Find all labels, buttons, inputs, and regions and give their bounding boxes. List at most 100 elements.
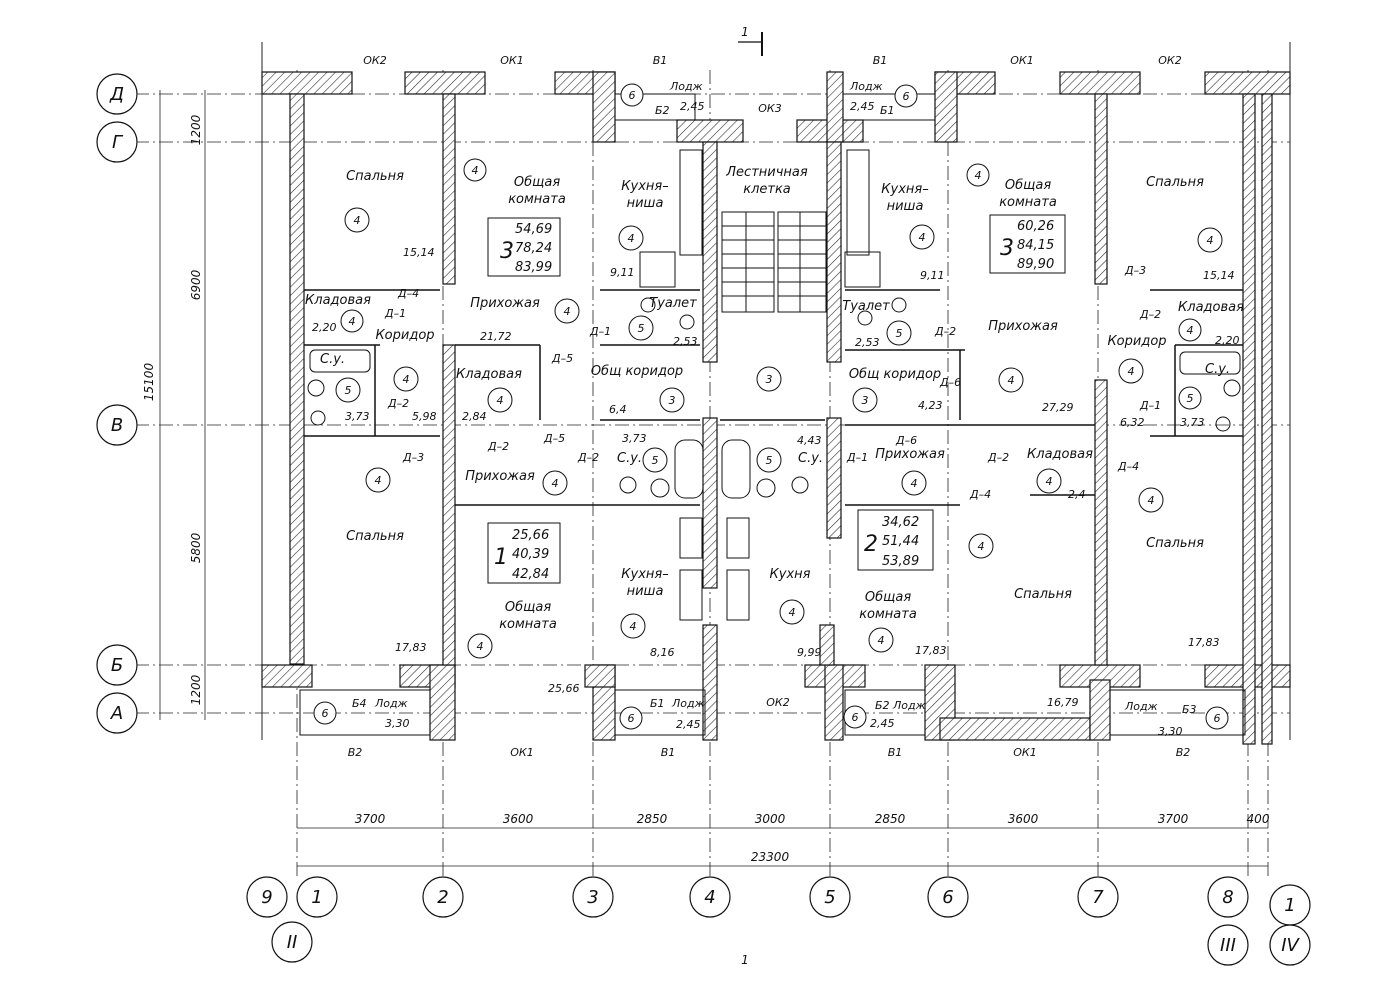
area-value: 2,4: [1068, 488, 1086, 501]
area-value: 8,16: [650, 646, 675, 659]
area-value: 3,73: [345, 410, 370, 423]
dim-text: 2850: [875, 812, 906, 826]
column-axis-label: 9: [261, 887, 272, 908]
exterior-walls: [261, 71, 1291, 741]
room-label: комната: [999, 195, 1057, 210]
row-axis-label: Б: [111, 655, 123, 676]
window-mark: В1: [653, 54, 668, 67]
svg-text:6: 6: [903, 90, 910, 103]
balcony-outlines: [299, 93, 1246, 736]
window-mark: В1: [661, 746, 676, 759]
room-label: Общая: [514, 175, 560, 190]
room-label: ниша: [627, 584, 664, 599]
room-label: Кладовая: [1027, 447, 1093, 462]
svg-text:6: 6: [1214, 712, 1221, 725]
apartment-box-2: 2 34,62 51,44 53,89: [857, 509, 934, 571]
column-axis-label: 3: [587, 887, 598, 908]
finish-code-markers: [313, 83, 1229, 730]
area-value: 15,14: [403, 246, 435, 259]
room-label: Спальня: [1146, 536, 1204, 551]
area-value: 2,84: [462, 410, 487, 423]
svg-text:1: 1: [494, 545, 508, 570]
door-mark: Д–6: [939, 376, 961, 389]
column-axis-label: II: [287, 932, 298, 953]
room-label: Кухня: [770, 567, 811, 582]
dim-text: 400: [1247, 812, 1270, 826]
svg-text:4: 4: [978, 540, 985, 553]
room-label: Кладовая: [456, 367, 522, 382]
dim-text: 3000: [755, 812, 786, 826]
room-label: Лодж: [374, 697, 408, 710]
room-label: Прихожая: [465, 469, 535, 484]
svg-text:4: 4: [497, 394, 504, 407]
dim-text: 3600: [1008, 812, 1039, 826]
svg-text:89,90: 89,90: [1017, 257, 1054, 272]
room-label: комната: [859, 607, 917, 622]
area-value: 9,11: [920, 269, 945, 282]
area-value: 9,11: [610, 266, 635, 279]
room-label: Прихожая: [470, 296, 540, 311]
window-mark: ОК2: [363, 54, 386, 67]
room-label: Туалет: [842, 299, 890, 314]
area-value: 3,30: [385, 717, 410, 730]
column-axis-label: 4: [704, 887, 715, 908]
area-value: 2,53: [855, 336, 880, 349]
svg-text:60,26: 60,26: [1017, 219, 1054, 234]
room-label: Общ коридор: [849, 367, 941, 382]
door-mark: Д–1: [1139, 399, 1161, 412]
balcony-mark: Б2: [875, 699, 890, 712]
row-axis-label: А: [110, 703, 123, 724]
room-label: Общая: [505, 600, 551, 615]
window-mark: ОК1: [500, 54, 523, 67]
svg-text:3: 3: [766, 373, 773, 386]
row-axis-label: Д: [109, 84, 124, 105]
svg-text:4: 4: [1148, 494, 1155, 507]
column-axis-label: III: [1220, 935, 1236, 956]
area-value: 21,72: [480, 330, 512, 343]
door-mark: Д–2: [934, 325, 956, 338]
area-value: 27,29: [1042, 401, 1074, 414]
window-mark: ОК2: [766, 696, 789, 709]
svg-text:4: 4: [878, 634, 885, 647]
balcony-mark: Б2: [655, 104, 670, 117]
room-label: Общ коридор: [591, 364, 683, 379]
room-label: Спальня: [346, 529, 404, 544]
svg-text:4: 4: [564, 305, 571, 318]
room-label: Прихожая: [988, 319, 1058, 334]
room-label: Коридор: [375, 328, 434, 343]
room-label: Прихожая: [875, 447, 945, 462]
svg-text:6: 6: [628, 712, 635, 725]
svg-text:4: 4: [919, 231, 926, 244]
balcony-mark: Б3: [1182, 703, 1197, 716]
door-mark: Д–1: [846, 451, 868, 464]
room-label: ниша: [887, 199, 924, 214]
svg-text:6: 6: [629, 89, 636, 102]
room-label: Спальня: [346, 169, 404, 184]
section-mark: 1: [741, 25, 749, 39]
area-value: 4,23: [918, 399, 943, 412]
svg-text:4: 4: [630, 620, 637, 633]
area-value: 6,4: [609, 403, 627, 416]
svg-text:78,24: 78,24: [515, 241, 552, 256]
svg-text:42,84: 42,84: [512, 567, 549, 582]
room-label: Лодж: [671, 697, 705, 710]
svg-text:40,39: 40,39: [512, 547, 549, 562]
dim-text: 3700: [355, 812, 386, 826]
room-label: Лодж: [849, 80, 883, 93]
room-label: Коридор: [1107, 334, 1166, 349]
svg-text:4: 4: [1187, 324, 1194, 337]
window-mark: ОК2: [1158, 54, 1181, 67]
svg-text:3: 3: [500, 239, 514, 264]
door-mark: Д–3: [1124, 264, 1146, 277]
door-mark: Д–4: [1117, 460, 1139, 473]
area-value: 25,66: [548, 682, 580, 695]
column-axis-label: 7: [1092, 887, 1104, 908]
stair-flights: [721, 211, 827, 313]
area-value: 17,83: [915, 644, 947, 657]
svg-text:51,44: 51,44: [882, 534, 919, 549]
dim-text: 1200: [189, 114, 203, 145]
dim-text: 15100: [142, 363, 156, 402]
window-mark: ОК1: [1010, 54, 1033, 67]
area-value: 2,45: [676, 718, 701, 731]
balcony-mark: Б4: [352, 697, 367, 710]
